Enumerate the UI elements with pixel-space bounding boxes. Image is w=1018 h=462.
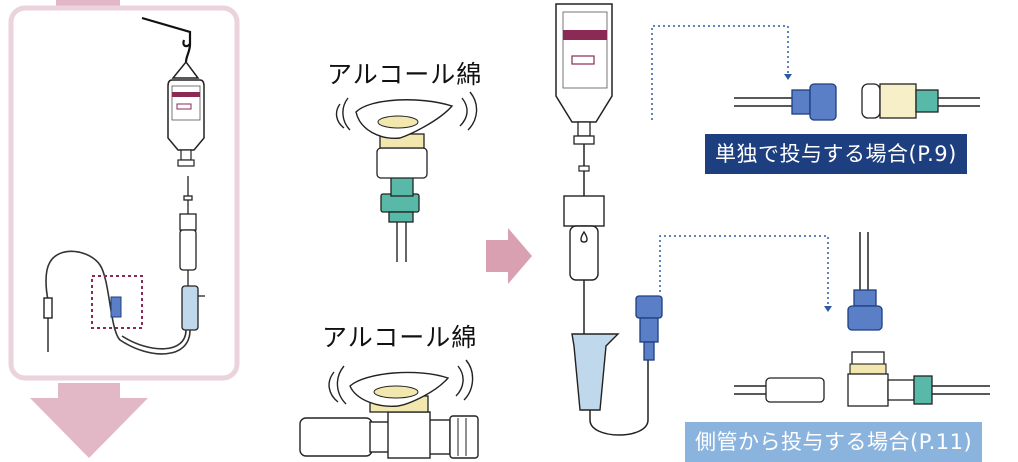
needle-icon [43,297,53,352]
swab-scene-top [335,91,478,262]
swab-scene-bottom [299,359,479,459]
iv-bag-icon [167,79,205,167]
iv-bag-icon [555,3,613,145]
single-administration-badge: 単独で投与する場合(P.9) [705,134,967,174]
luer-connector-icon [635,295,663,361]
side-tube-administration-badge: 側管から投与する場合(P.11) [685,422,983,462]
drip-chamber-icon [563,195,605,281]
alcohol-swab-label-top: アルコール綿 [327,60,483,89]
alcohol-swab-icon [355,99,454,139]
highlight-frame [91,275,143,329]
alcohol-swab-label-bottom: アルコール綿 [322,323,478,352]
right-arrow-icon [486,228,532,284]
three-way-connector-icon [734,232,990,407]
single-connection-illustration [734,83,980,121]
tubing [45,250,191,355]
alcohol-swab-icon [349,371,450,407]
down-arrow-icon [30,383,148,458]
left-panel [8,0,240,458]
hook-icon [141,16,192,63]
right-infusion-set [555,3,832,436]
left-panel-frame [8,5,240,381]
luer-connector-icon [110,296,122,318]
luer-connector-icon [791,83,837,121]
drip-chamber-icon [179,176,205,331]
roller-clamp [571,333,620,411]
